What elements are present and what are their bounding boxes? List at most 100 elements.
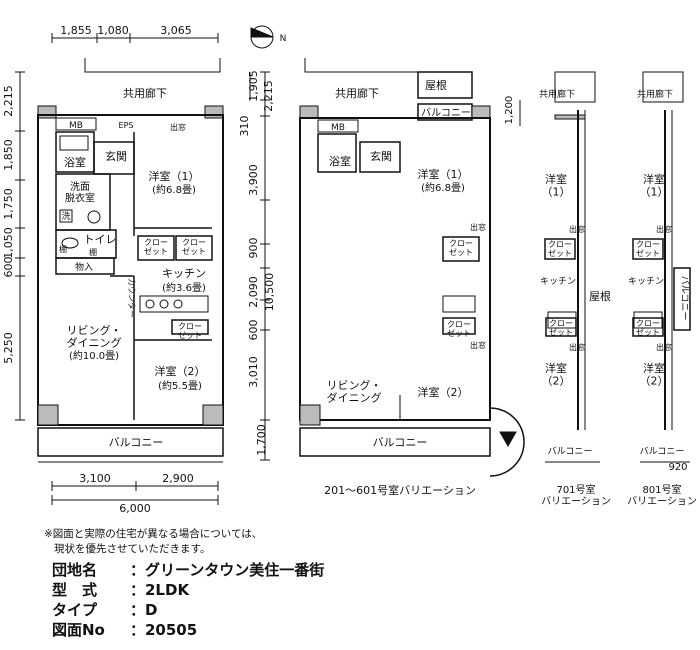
label-line: バルコニー (640, 446, 685, 457)
closet (544, 238, 576, 260)
label-line: 3,065 (160, 24, 192, 37)
kitchen-counter (442, 295, 476, 313)
label-line: バルコニー (548, 446, 593, 457)
room-label: 出窓 (170, 122, 186, 132)
dimension-label: 1,850 (2, 139, 15, 171)
info-row-danchi: 団地名 ：グリーンタウン美住一番街 (52, 560, 324, 580)
kitchen-counter (633, 311, 663, 329)
label-line: 脱衣室 (65, 192, 95, 205)
label-line: 洋室（1） (149, 169, 200, 183)
room-label: クローゼット (182, 238, 206, 256)
label-line: (約3.6畳) (162, 281, 206, 294)
room-label: 洋室（2） (155, 364, 206, 378)
label-line: ゼット (636, 327, 660, 337)
dimension-label: 2,215 (262, 80, 275, 112)
label-line: （2） (542, 375, 571, 388)
label-line: リビング・ (327, 378, 382, 392)
room-label: MB (69, 121, 83, 131)
label-line: クロー (182, 238, 206, 247)
label-line: 出窓 (470, 340, 486, 350)
room-label: (約10.0畳) (69, 349, 119, 362)
stove-burner (159, 299, 169, 309)
label-line: 310 (238, 116, 251, 137)
wall-block (299, 105, 319, 119)
variation-caption: 201〜601号室バリエーション (324, 483, 476, 497)
label-line: ダイニング (327, 391, 382, 405)
room-label: 共用廊下 (539, 88, 575, 100)
dimension-label: 3,900 (247, 164, 260, 196)
label-line: N (280, 34, 287, 44)
label-line: 2,090 (247, 276, 260, 308)
wall-block (554, 114, 586, 120)
room-label: クローゼット (178, 322, 202, 340)
label-line: ゼット (549, 327, 573, 337)
label-line: 1,855 (60, 24, 92, 37)
wall-block (202, 404, 224, 426)
label-line: 棚 (59, 244, 67, 254)
kitchen-counter (139, 295, 209, 313)
label-line: 共用廊下 (123, 86, 167, 100)
closet (137, 235, 175, 261)
label-line: 3,900 (247, 164, 260, 196)
wall-block (204, 105, 224, 119)
label-line: 2,215 (2, 85, 15, 117)
dimension-label: 1,080 (97, 24, 129, 37)
label-line: 1,750 (2, 188, 15, 220)
info-value: ：グリーンタウン美住一番街 (130, 561, 325, 579)
variation-caption: 801号室バリエーション (627, 483, 697, 508)
room-label: (約6.8畳) (421, 181, 465, 194)
label-line: 浴室 (64, 155, 86, 169)
compass-label: N (280, 34, 287, 44)
label-line: 5,250 (2, 332, 15, 364)
label-line: キッチン (162, 267, 206, 280)
closet (175, 235, 213, 261)
corridor-edge (84, 58, 221, 73)
room-label: クローゼット (548, 240, 572, 258)
label-line: 201〜601号室バリエーション (324, 483, 476, 497)
room-label: (約5.5畳) (158, 379, 202, 392)
dimension-label: 1,700 (255, 424, 268, 456)
dimension-label: 2,090 (247, 276, 260, 308)
room-label: 洗 (61, 210, 70, 222)
label-line: 洗 (61, 210, 70, 222)
info-row-tipe: タイプ：D (52, 600, 324, 620)
room-label: キッチン (628, 276, 664, 287)
label-line: 6,000 (119, 502, 151, 515)
dimension-label: 920 (668, 462, 687, 473)
label-line: 洋室 (545, 361, 567, 375)
label-line: 3,100 (79, 472, 111, 485)
room-label: 玄関 (105, 149, 127, 163)
closet (171, 319, 209, 335)
label-line: バルコニー (421, 107, 471, 119)
storage (55, 257, 115, 275)
room-label: クローゼット (636, 319, 660, 337)
info-label: 型 式 (52, 581, 98, 599)
washer (59, 209, 73, 223)
dimension-label: 6,000 (119, 502, 151, 515)
room-label: クローゼット (636, 240, 660, 258)
room-label: 棚 (89, 247, 97, 257)
room-label: 出窓 (656, 342, 672, 352)
label-line: 屋根 (425, 78, 447, 92)
label-line: クロー (144, 238, 168, 247)
label-line: バリエーション (541, 496, 611, 508)
label-line: 1,200 (504, 96, 515, 125)
room-label: カウンター (127, 278, 136, 318)
label-line: 2,215 (262, 80, 275, 112)
room-label: キッチン (540, 276, 576, 287)
room-label: 出窓 (569, 224, 585, 234)
label-line: ゼット (182, 246, 206, 256)
info-label: 団地名 (52, 561, 98, 579)
room-label: バルコニー (640, 446, 685, 457)
info-value: ：2LDK (130, 581, 190, 599)
room-label: 物入 (75, 261, 93, 273)
room-label: 共用廊下 (123, 86, 167, 100)
label-line: 600 (2, 257, 15, 278)
unit-outline (37, 114, 224, 426)
label-line: クロー (449, 239, 473, 248)
label-line: MB (69, 121, 83, 131)
label-line: MB (331, 123, 345, 133)
wall-block (37, 404, 59, 426)
wall-block (37, 105, 57, 119)
label-line: 600 (247, 320, 260, 341)
